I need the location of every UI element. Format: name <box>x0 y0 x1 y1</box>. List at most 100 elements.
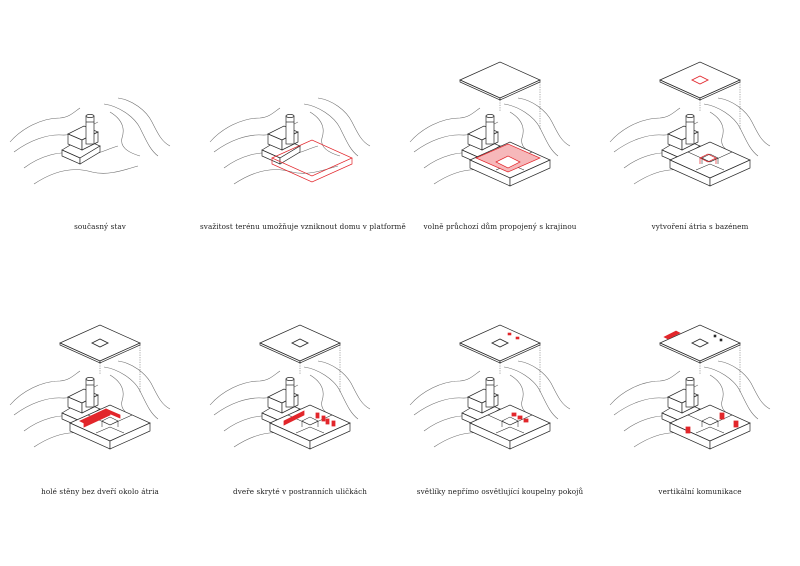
roof-plate-top <box>659 61 741 99</box>
contour-line <box>609 370 681 406</box>
panel-2: svažitost terénu umožňuje vzniknout domu… <box>200 0 406 283</box>
roof-plate <box>659 61 741 130</box>
panel-5-drawing <box>9 324 171 450</box>
tower-cap <box>485 114 495 118</box>
division-line <box>495 426 525 434</box>
passage-void <box>495 155 521 169</box>
contour-line <box>317 97 371 147</box>
contour-line <box>9 370 81 406</box>
tower-cap <box>685 377 695 381</box>
roof-plate-top <box>659 324 741 362</box>
plate-drop-lines <box>99 345 141 393</box>
house-divisions <box>687 414 733 434</box>
platform-house <box>269 404 351 450</box>
contour-line <box>517 97 571 147</box>
red-skylight <box>523 418 529 423</box>
existing-building <box>61 114 101 165</box>
panel-1: současný stav <box>0 0 200 283</box>
house-divisions <box>487 414 533 434</box>
panel-2-caption: svažitost terénu umožňuje vzniknout domu… <box>200 222 406 231</box>
red-stair-core <box>685 426 691 434</box>
panel-8: vertikální komunikace <box>600 283 800 566</box>
division-line <box>95 426 125 434</box>
red-wall <box>105 408 121 419</box>
plate-drop-lines <box>699 82 741 130</box>
atrium-opening <box>690 338 710 348</box>
roof-mark <box>719 338 723 342</box>
panel-6-caption: dveře skryté v postranních uličkách <box>233 487 367 496</box>
roof-stair-exit <box>663 330 681 340</box>
red-door <box>325 418 330 425</box>
red-stair-core <box>719 412 725 420</box>
tower-shaft <box>285 378 295 408</box>
contour-line <box>517 360 571 410</box>
tower-shaft <box>285 115 295 145</box>
red-skylight <box>511 412 517 417</box>
panel-4: vytvoření átria s bazénem <box>600 0 800 283</box>
contour-line <box>717 360 771 410</box>
roof-accents <box>507 332 520 340</box>
panel-3: volně průchozí dům propojený s krajinou <box>400 0 600 283</box>
tower-cap <box>85 114 95 118</box>
contour-line <box>117 360 171 410</box>
tower-cap <box>685 114 695 118</box>
plate-drop-lines <box>499 82 541 130</box>
base-block-front <box>279 145 301 165</box>
panel-5-caption: holé stěny bez dveří okolo átria <box>41 487 159 496</box>
red-door <box>331 420 336 427</box>
platform-house <box>669 404 751 450</box>
atrium-opening <box>290 338 310 348</box>
tower-cap <box>285 114 295 118</box>
contour-line <box>303 103 359 157</box>
roof-plate-top <box>259 324 341 362</box>
division-line <box>695 426 725 434</box>
platform-side-right <box>709 159 751 187</box>
existing-building <box>661 114 701 165</box>
division-line <box>695 163 725 171</box>
tower-shaft <box>685 115 695 145</box>
tower-cap <box>85 377 95 381</box>
roof-plate-top <box>459 324 541 362</box>
platform-side-right <box>709 422 751 450</box>
roof-mark <box>713 334 717 338</box>
accent-layer <box>511 412 529 423</box>
platform-side-right <box>509 422 551 450</box>
atrium-opening <box>690 75 710 85</box>
roof-accents <box>663 330 723 342</box>
atrium-red <box>699 153 717 164</box>
tower-shaft <box>85 115 95 145</box>
tower-shaft <box>85 378 95 408</box>
accent-layer <box>685 412 739 434</box>
contour-line <box>33 165 139 185</box>
roof-plate-top <box>59 324 141 362</box>
panel-8-drawing <box>609 324 771 450</box>
platform-outline-side <box>271 158 353 183</box>
roof-plate-top <box>459 61 541 99</box>
panel-8-caption: vertikální komunikace <box>658 487 742 496</box>
roof-skylight <box>507 332 512 336</box>
tower-shaft <box>685 378 695 408</box>
roof-skylight <box>515 336 520 340</box>
panel-7-drawing <box>409 324 571 450</box>
existing-building <box>261 114 301 165</box>
contour-line <box>309 111 341 157</box>
platform-side-right <box>509 159 551 187</box>
contour-line <box>233 165 339 185</box>
red-wall <box>283 410 305 426</box>
contour-line <box>317 360 371 410</box>
red-door <box>321 415 326 422</box>
contour-line <box>109 111 141 157</box>
contour-line <box>717 97 771 147</box>
plate-drop-lines <box>699 345 741 393</box>
roof-plate <box>459 61 541 130</box>
contour-line <box>609 107 681 143</box>
base-block-front <box>79 145 101 165</box>
panel-6-drawing <box>209 324 371 450</box>
atrium-opening <box>90 338 110 348</box>
red-stair-core <box>733 420 739 428</box>
platform-side-right <box>109 422 151 450</box>
roof-plate <box>459 324 541 393</box>
contour-line <box>9 107 81 143</box>
atrium-opening <box>490 338 510 348</box>
